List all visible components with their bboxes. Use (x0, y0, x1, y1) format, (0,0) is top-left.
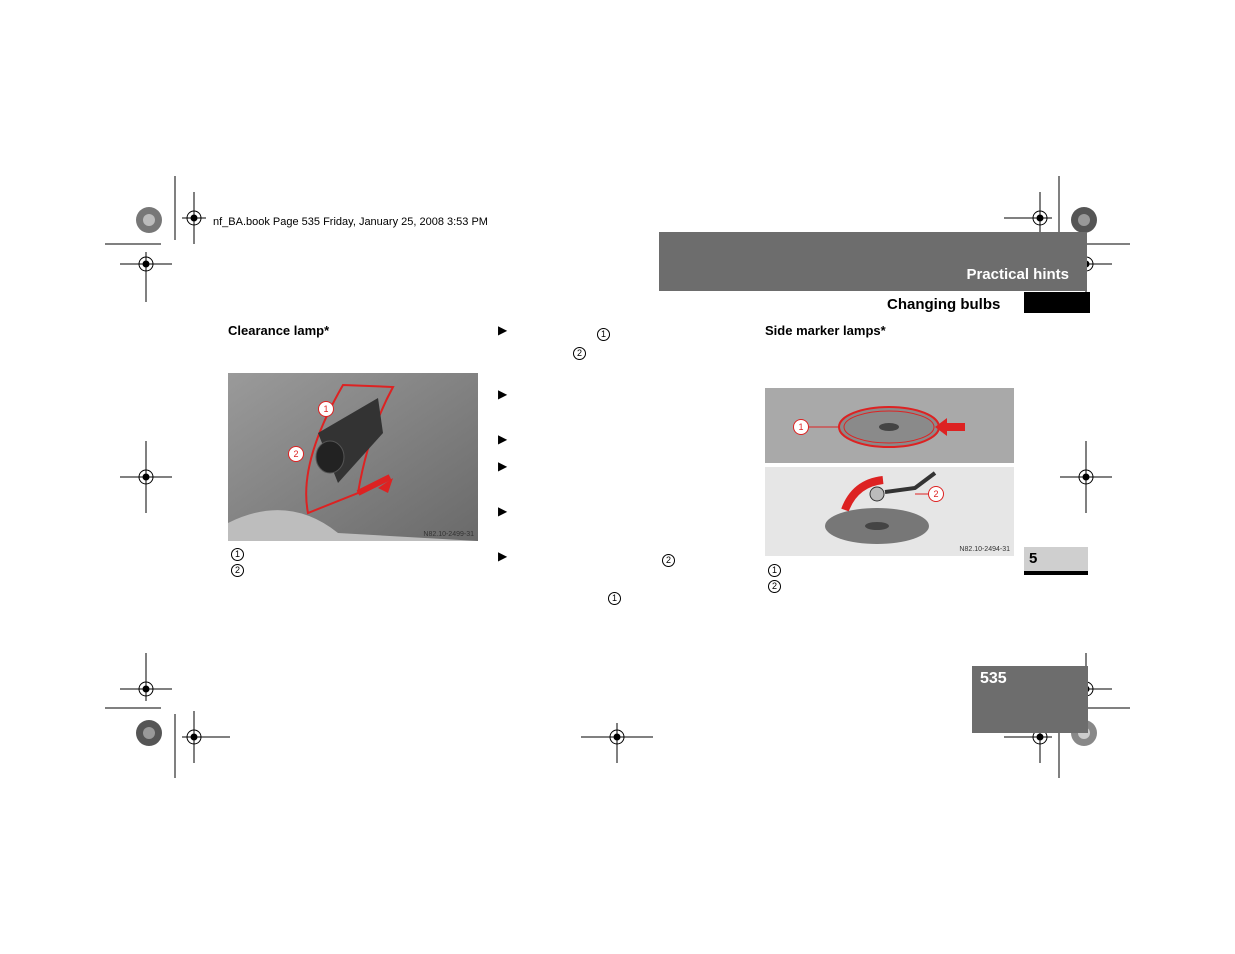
header-band: Practical hints (659, 232, 1087, 291)
chapter-number: 5 (1029, 550, 1038, 567)
figure-callout-1: 1 (793, 419, 809, 435)
ref-marker: 1 (597, 324, 610, 342)
subsection-title: Changing bulbs (887, 296, 1001, 313)
legend-marker-1: 1 (231, 544, 244, 562)
ref-marker: 1 (608, 588, 621, 606)
clearance-lamp-heading: Clearance lamp* (228, 323, 330, 338)
chapter-tab: 5 (1024, 547, 1088, 575)
legend-marker-2: 2 (768, 576, 781, 594)
page-number-box: 535 (972, 666, 1088, 733)
ref-marker: 2 (662, 550, 675, 568)
figure-callout-2: 2 (288, 446, 304, 462)
header-tab (1024, 292, 1090, 313)
ref-marker: 2 (573, 343, 586, 361)
figure-callout-2: 2 (928, 486, 944, 502)
side-marker-illustration (765, 388, 1014, 556)
side-marker-figure: 1 2 N82.10-2494-31 (765, 388, 1014, 556)
clearance-lamp-figure: 1 2 N82.10-2499-31 (228, 373, 478, 541)
step-arrow: ▶ (498, 387, 508, 401)
step-arrow: ▶ (498, 323, 508, 337)
legend-marker-1: 1 (768, 560, 781, 578)
book-info: nf_BA.book Page 535 Friday, January 25, … (213, 216, 488, 228)
figure-code: N82.10-2494-31 (959, 546, 1010, 553)
step-arrow: ▶ (498, 549, 508, 563)
figure-code: N82.10-2499-31 (423, 531, 474, 538)
step-arrow: ▶ (498, 459, 508, 473)
legend-marker-2: 2 (231, 560, 244, 578)
section-title: Practical hints (966, 266, 1069, 283)
side-marker-heading: Side marker lamps* (765, 323, 886, 338)
step-arrow: ▶ (498, 432, 508, 446)
figure-callout-1: 1 (318, 401, 334, 417)
step-arrow: ▶ (498, 504, 508, 518)
page-number: 535 (980, 670, 1007, 687)
chapter-tab-bar (1024, 571, 1088, 575)
clearance-lamp-illustration (228, 373, 478, 541)
